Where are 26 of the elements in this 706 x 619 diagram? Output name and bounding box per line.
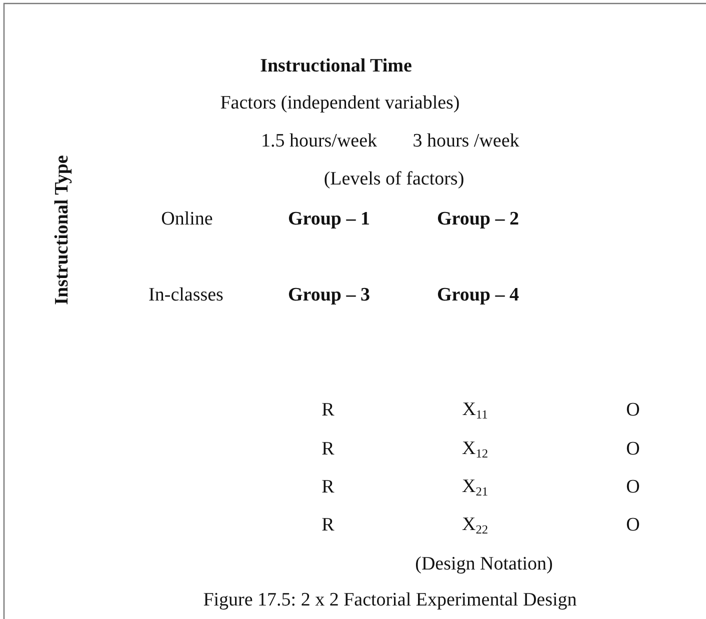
notation-symbol: R [322,478,334,498]
figure-caption: Figure 17.5: 2 x 2 Factorial Experimental Design [203,590,577,612]
factor-label: Factors (independent variables) [220,94,460,114]
notation-symbol: R [322,400,334,422]
notation-symbol: O [626,440,640,460]
group-label: Group – 1 [288,210,370,230]
notation-symbol: O [626,400,640,422]
notation-symbol: X$_{11}$ [462,400,488,422]
axis-label: Instructional Type [52,155,74,305]
row-label: In-classes [148,286,224,306]
group-label: Group – 2 [437,210,519,230]
notation-symbol: X$_{21}$ [462,476,488,500]
group-label: Group – 4 [437,286,519,306]
notation-symbol: X$_{22}$ [462,514,488,538]
heading: Instructional Time [260,56,412,78]
notation-label: (Design Notation) [415,554,553,576]
notation-symbol: O [626,478,640,498]
notation-symbol: R [322,516,334,536]
notation-symbol: X$_{12}$ [462,438,488,462]
notation-symbol: R [322,440,334,460]
notation-symbol: O [626,516,640,536]
level-label: 3 hours /week [412,132,520,152]
level-label: 1.5 hours/week [260,132,378,152]
level-label: (Levels of factors) [324,170,464,190]
row-label: Online [161,210,213,230]
group-label: Group – 3 [288,286,370,306]
